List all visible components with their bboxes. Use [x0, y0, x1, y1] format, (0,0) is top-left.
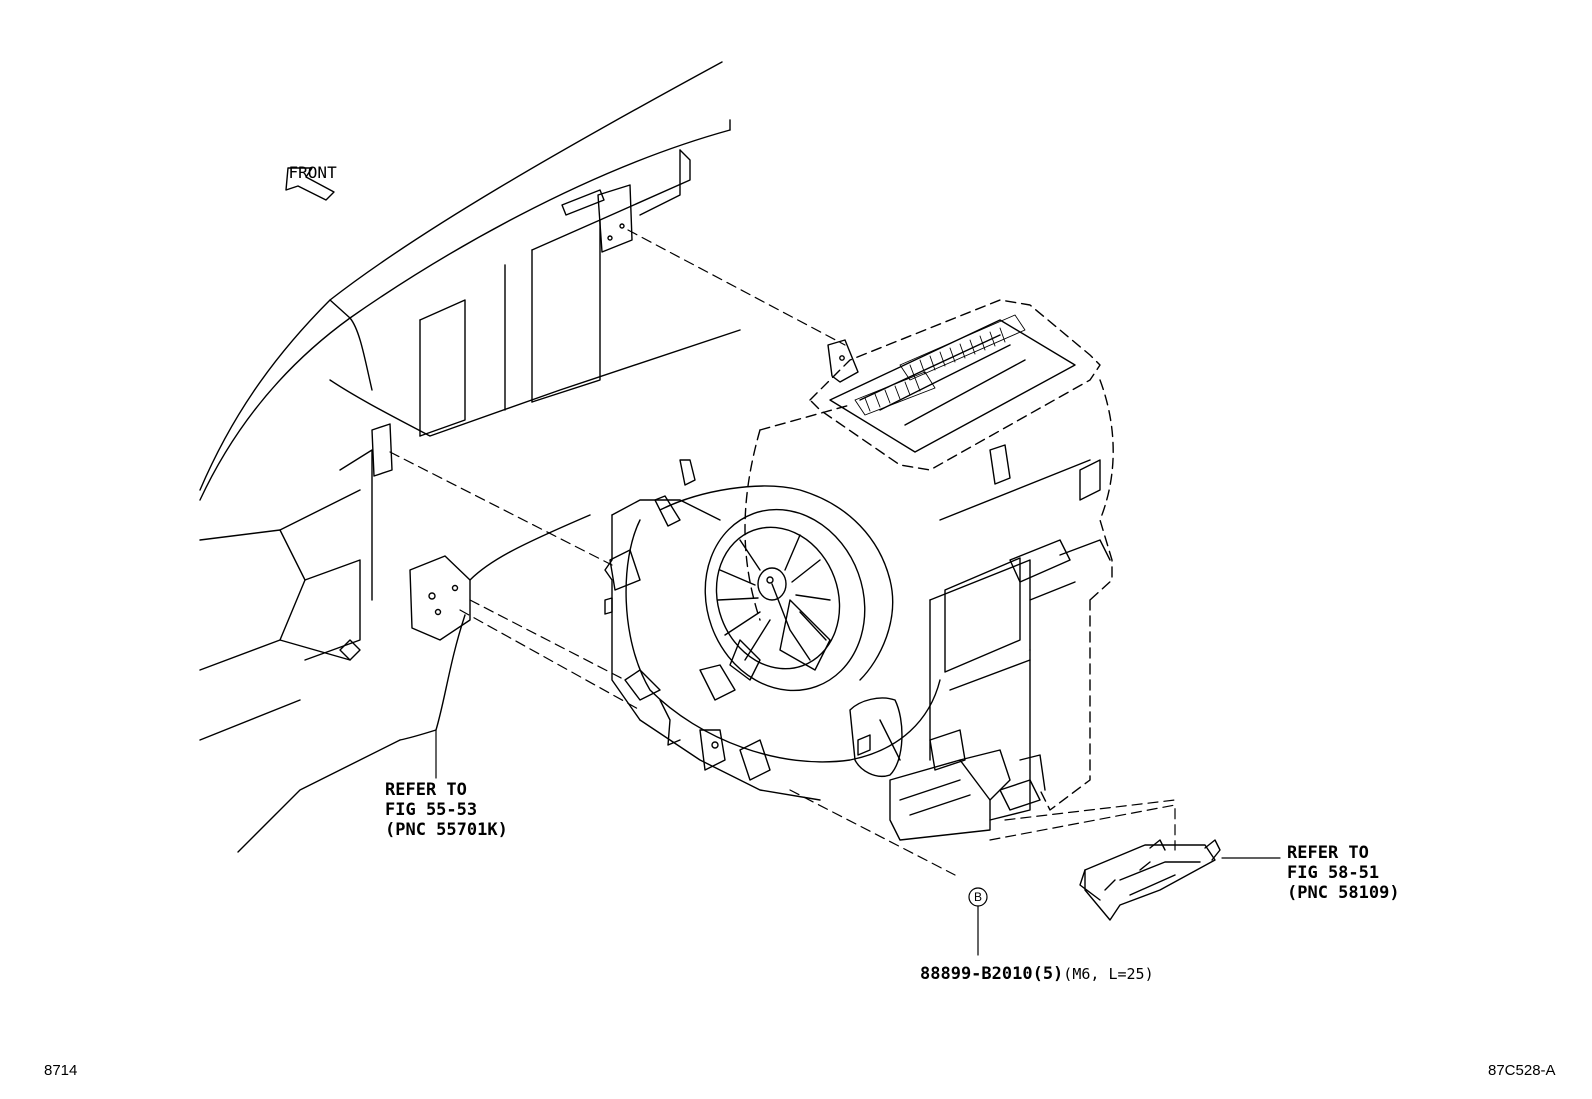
- instrument-panel-structure: [199, 61, 741, 853]
- figure-code: 87C528-A: [1488, 1062, 1556, 1079]
- part-number-text: 88899-B2010(5): [920, 964, 1064, 984]
- blower-heater-unit: [604, 299, 1114, 841]
- reference-right-line1: REFER TO: [1287, 843, 1369, 863]
- reference-left-line1: REFER TO: [385, 780, 467, 800]
- page-number: 8714: [44, 1062, 78, 1079]
- front-label-text: FRONT: [288, 163, 337, 182]
- reference-label-left: REFER TO FIG 55-53 (PNC 55701K): [385, 780, 508, 840]
- part-spec-text: (M6, L=25): [1063, 965, 1154, 983]
- reference-left-line3: (PNC 55701K): [385, 820, 508, 840]
- blower-fan-icon: [704, 508, 866, 692]
- callout-letter: B: [973, 890, 982, 904]
- air-inlet-grill: [854, 314, 1026, 416]
- assembly-dashed-lines: [389, 229, 1176, 876]
- reference-label-right: REFER TO FIG 58-51 (PNC 58109): [1287, 843, 1400, 903]
- callout-circle: [968, 887, 988, 907]
- duct-part: [1079, 839, 1221, 921]
- part-number-label: 88899-B2010(5)(M6, L=25): [920, 964, 1154, 984]
- leader-lines: [435, 729, 1281, 956]
- front-arrow-icon: [285, 167, 335, 201]
- reference-right-line3: (PNC 58109): [1287, 883, 1400, 903]
- front-direction-label: FRONT: [250, 143, 337, 203]
- reference-left-line2: FIG 55-53: [385, 800, 478, 820]
- reference-right-line2: FIG 58-51: [1287, 863, 1380, 883]
